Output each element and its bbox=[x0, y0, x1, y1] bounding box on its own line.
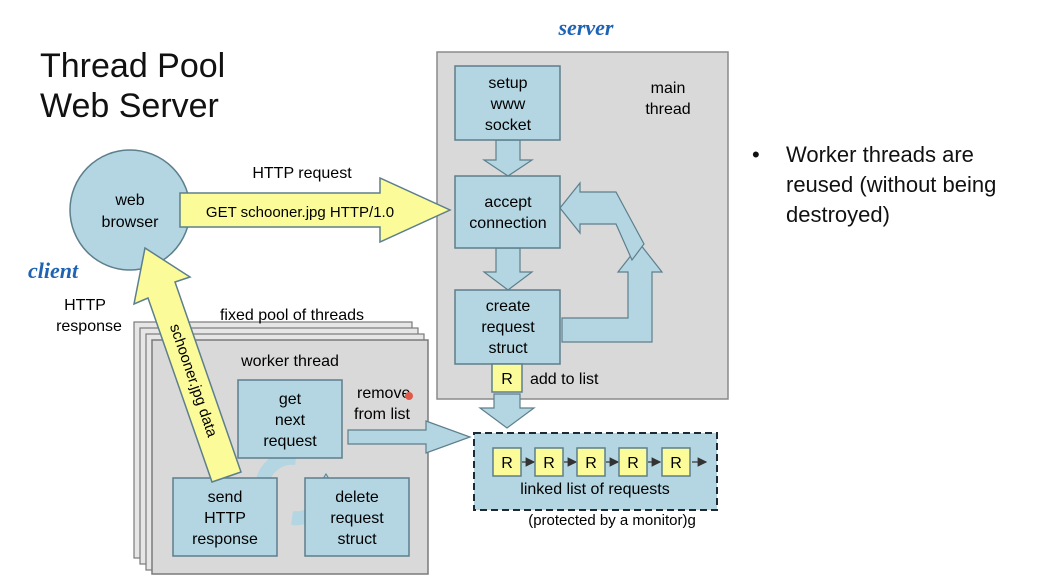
list-item-label: R bbox=[670, 455, 682, 472]
accept-connection-line-1: accept bbox=[484, 194, 532, 211]
send-response-box bbox=[172, 477, 278, 557]
list-item bbox=[534, 447, 564, 477]
setup-socket-line-1: setup bbox=[488, 75, 527, 92]
list-item bbox=[618, 447, 648, 477]
response-data-arrow bbox=[132, 246, 242, 483]
get-next-request-box bbox=[237, 379, 343, 459]
setup-socket-box bbox=[454, 65, 561, 141]
http-request-arrow bbox=[179, 176, 452, 244]
remove-label-2: from list bbox=[354, 406, 411, 423]
send-response-line-2: HTTP bbox=[204, 510, 246, 527]
title-line-2: Web Server bbox=[40, 87, 219, 125]
get-request-text: GET schooner.jpg HTTP/1.0 bbox=[206, 204, 394, 221]
page-title: Thread Pool Web Server bbox=[40, 46, 225, 126]
web-browser-node bbox=[69, 149, 191, 271]
send-response-line-3: response bbox=[192, 531, 258, 548]
http-request-label: HTTP request bbox=[252, 165, 352, 182]
http-response-label-1: HTTP bbox=[64, 297, 106, 314]
get-next-line-1: get bbox=[279, 391, 302, 408]
list-item bbox=[492, 447, 522, 477]
main-thread-label-2: thread bbox=[645, 101, 690, 118]
create-request-line-3: struct bbox=[488, 340, 528, 357]
fixed-pool-label: fixed pool of threads bbox=[220, 307, 364, 324]
request-token-label: R bbox=[501, 371, 513, 388]
list-item-label: R bbox=[543, 455, 555, 472]
main-thread-label-1: main bbox=[651, 80, 686, 97]
bullet-text: Worker threads are reused (without being… bbox=[786, 142, 997, 227]
bullet-dot: • bbox=[752, 142, 760, 167]
send-response-line-1: send bbox=[208, 489, 243, 506]
setup-socket-line-2: www bbox=[490, 96, 526, 113]
delete-request-box bbox=[304, 477, 410, 557]
add-to-list-label: add to list bbox=[530, 371, 599, 388]
client-label: client bbox=[28, 258, 79, 283]
arrow-loop-top bbox=[559, 181, 645, 262]
arrow-remove-from-list bbox=[347, 420, 472, 454]
web-browser-line-1: web bbox=[114, 192, 144, 209]
arrow-setup-to-accept bbox=[482, 139, 534, 177]
list-item-label: R bbox=[627, 455, 639, 472]
delete-request-line-3: struct bbox=[337, 531, 377, 548]
arrow-add-to-list bbox=[478, 393, 536, 429]
request-token bbox=[491, 363, 523, 393]
worker-thread-label: worker thread bbox=[240, 353, 339, 370]
accept-connection-box bbox=[454, 175, 561, 249]
get-next-line-3: request bbox=[263, 433, 317, 450]
setup-socket-line-3: socket bbox=[485, 117, 532, 134]
get-next-line-2: next bbox=[275, 412, 306, 429]
remove-label-1: remove bbox=[357, 385, 410, 402]
http-response-label-2: response bbox=[56, 318, 122, 335]
title-line-1: Thread Pool bbox=[40, 47, 226, 85]
web-browser-line-2: browser bbox=[102, 214, 160, 231]
list-item bbox=[661, 447, 691, 477]
list-item-label: R bbox=[501, 455, 513, 472]
cursor-dot bbox=[405, 392, 413, 400]
delete-request-line-1: delete bbox=[335, 489, 379, 506]
create-request-line-1: create bbox=[486, 298, 531, 315]
list-item-label: R bbox=[585, 455, 597, 472]
create-request-line-2: request bbox=[481, 319, 535, 336]
arrow-accept-to-create bbox=[482, 247, 534, 291]
delete-request-line-2: request bbox=[330, 510, 384, 527]
server-label: server bbox=[558, 15, 614, 40]
list-item bbox=[576, 447, 606, 477]
arrow-loop-back bbox=[561, 243, 664, 343]
linked-list-label: linked list of requests bbox=[520, 481, 669, 498]
accept-connection-line-2: connection bbox=[469, 215, 546, 232]
protected-label: (protected by a monitor)g bbox=[528, 512, 696, 529]
